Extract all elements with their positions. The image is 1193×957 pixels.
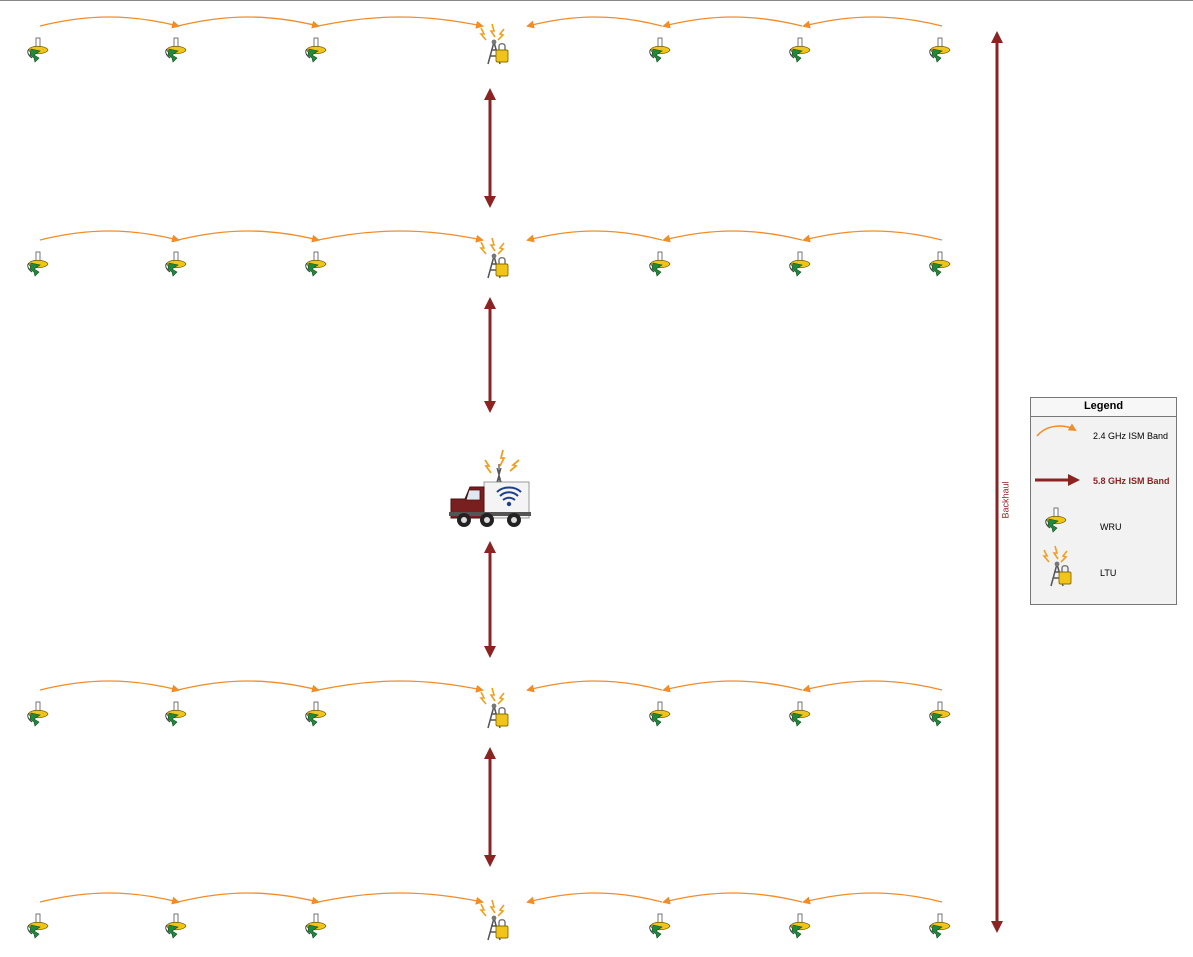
link-24ghz-row0-l1 [178, 17, 318, 26]
legend-orange-arrow-icon [1033, 420, 1083, 440]
truck-icon [449, 450, 531, 527]
wru-icon [28, 38, 48, 62]
link-24ghz-row0-l2 [318, 17, 482, 26]
wru-icon [650, 914, 670, 938]
wru-icon [28, 702, 48, 726]
wru-icon [790, 38, 810, 62]
wru-icon [306, 38, 326, 62]
link-24ghz-row1-l0 [40, 231, 178, 240]
link-24ghz-row2-r0 [804, 681, 942, 690]
link-24ghz-row1-l1 [178, 231, 318, 240]
wru-icon [28, 914, 48, 938]
legend-title: Legend [1031, 398, 1176, 417]
ltu-icon [1037, 544, 1077, 596]
link-24ghz-row3-l1 [178, 893, 318, 902]
link-24ghz-row3-r1 [664, 893, 802, 902]
legend-label-wru: WRU [1100, 522, 1122, 532]
wru-icon [166, 38, 186, 62]
wru-icon [930, 702, 950, 726]
wru-icon [306, 914, 326, 938]
link-24ghz-row3-l0 [40, 893, 178, 902]
wru-icon [930, 914, 950, 938]
legend-label-58ghz: 5.8 GHz ISM Band [1093, 476, 1170, 486]
link-24ghz-row0-r1 [664, 17, 802, 26]
link-24ghz-row1-r2 [528, 231, 662, 240]
ltu-icon [481, 900, 508, 940]
wru-icon [166, 702, 186, 726]
wru-icon [650, 252, 670, 276]
wru-icon [930, 38, 950, 62]
backhaul-label: Backhaul [996, 480, 1016, 520]
wru-icon [306, 252, 326, 276]
diagram-rows [28, 17, 950, 940]
ltu-icon [481, 688, 508, 728]
wru-icon [306, 702, 326, 726]
wru-icon [650, 702, 670, 726]
link-24ghz-row0-r0 [804, 17, 942, 26]
wru-icon [1041, 506, 1071, 538]
link-24ghz-row1-r0 [804, 231, 942, 240]
legend-red-arrow-icon [1033, 472, 1087, 488]
legend-label-ltu: LTU [1100, 568, 1116, 578]
legend-label-24ghz: 2.4 GHz ISM Band [1093, 431, 1168, 441]
link-24ghz-row0-r2 [528, 17, 662, 26]
link-24ghz-row2-r1 [664, 681, 802, 690]
link-24ghz-row2-r2 [528, 681, 662, 690]
link-24ghz-row2-l1 [178, 681, 318, 690]
link-24ghz-row1-l2 [318, 231, 482, 240]
link-24ghz-row3-r2 [528, 893, 662, 902]
wru-icon [790, 702, 810, 726]
link-24ghz-row3-r0 [804, 893, 942, 902]
wru-icon [930, 252, 950, 276]
wru-icon [166, 914, 186, 938]
ltu-icon [481, 238, 508, 278]
link-24ghz-row2-l0 [40, 681, 178, 690]
wru-icon [790, 914, 810, 938]
wru-icon [28, 252, 48, 276]
link-24ghz-row3-l2 [318, 893, 482, 902]
link-24ghz-row2-l2 [318, 681, 482, 690]
wru-icon [166, 252, 186, 276]
link-24ghz-row0-l0 [40, 17, 178, 26]
wru-icon [790, 252, 810, 276]
legend: Legend 2.4 GHz ISM Band 5.8 GHz ISM Band… [1030, 397, 1177, 605]
link-24ghz-row1-r1 [664, 231, 802, 240]
wru-icon [650, 38, 670, 62]
ltu-icon [481, 24, 508, 64]
